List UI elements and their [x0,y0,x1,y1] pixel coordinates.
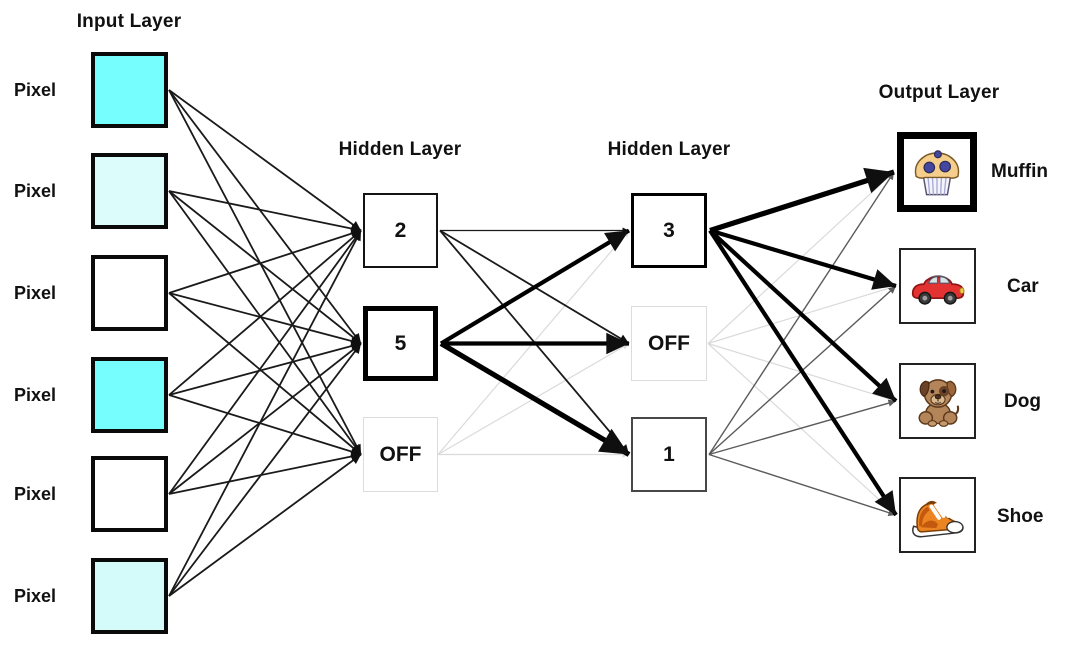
edge-in1-5 [168,89,362,345]
shoe-icon [911,500,964,538]
hidden2-node-3: 3 [631,193,707,268]
hidden2-node-off: OFF [631,306,707,381]
output-label-shoe: Shoe [997,506,1044,527]
edge-in3-2 [168,229,362,294]
output-node-shoe [899,477,976,553]
edge-in3-5 [168,292,362,346]
edge-in1-OFF1 [168,89,362,455]
edge-in2-5 [168,190,362,345]
edge-in3-OFF1 [168,292,362,456]
hidden1-node-2: 2 [363,193,438,268]
hidden2-node-1: 1 [631,417,707,492]
input-node-5 [91,456,168,532]
edge-OFF2-Shoe [707,343,897,516]
edge-3-Car [709,228,897,290]
edge-5-1 [439,341,631,457]
edge-in2-2 [168,190,362,234]
edge-5-3 [439,228,631,346]
edge-in4-5 [168,341,362,396]
input-node-6 [91,558,168,634]
edge-1-Shoe [708,453,897,517]
pixel-label-6: Pixel [14,586,57,606]
hidden1-node-2-value: 2 [394,218,407,242]
pixel-label-3: Pixel [14,283,57,303]
edge-in1-2 [168,89,362,232]
output-label-car: Car [1007,276,1039,297]
input-node-1 [91,52,168,128]
hidden1-node-5: 5 [363,306,438,381]
output-node-muffin [897,132,977,212]
input-node-2 [91,153,168,229]
edge-in5-OFF1 [168,451,362,495]
input-node-4 [91,357,168,433]
input-node-3 [91,255,168,331]
car-icon [911,275,964,305]
hidden2-node-1-value: 1 [663,442,675,466]
edge-in5-5 [168,342,362,495]
edge-3-Muffin [709,167,895,233]
pixel-label-4: Pixel [14,385,57,405]
edge-in4-OFF1 [168,394,362,457]
edge-in6-2 [168,230,362,597]
hidden1-node-off: OFF [363,417,438,492]
hidden-layer-2-title: Hidden Layer [607,139,731,160]
edge-3-Dog [708,228,898,403]
pixel-label-2: Pixel [14,181,57,201]
edge-in4-2 [168,229,362,396]
edge-in5-2 [168,229,362,495]
output-label-muffin: Muffin [991,161,1048,182]
output-label-dog: Dog [1004,391,1041,412]
pixel-label-1: Pixel [14,80,57,100]
output-node-car [899,248,976,324]
hidden1-node-off-value: OFF [379,442,422,466]
muffin-icon [914,150,960,196]
pixel-label-5: Pixel [14,484,57,504]
output-node-dog [899,363,976,439]
hidden-layer-1-title: Hidden Layer [338,139,462,160]
hidden1-node-5-value: 5 [394,331,407,355]
output-layer-title: Output Layer [878,82,1000,103]
edge-in6-5 [168,342,362,597]
edge-in6-OFF1 [168,453,362,597]
edge-in2-OFF1 [168,190,362,456]
edge-1-Dog [708,399,897,456]
hidden2-node-3-value: 3 [663,218,675,242]
edge-3-Shoe [708,229,898,517]
dog-icon [918,379,959,427]
hidden2-node-off-value: OFF [648,331,690,355]
input-layer-title: Input Layer [76,11,182,32]
